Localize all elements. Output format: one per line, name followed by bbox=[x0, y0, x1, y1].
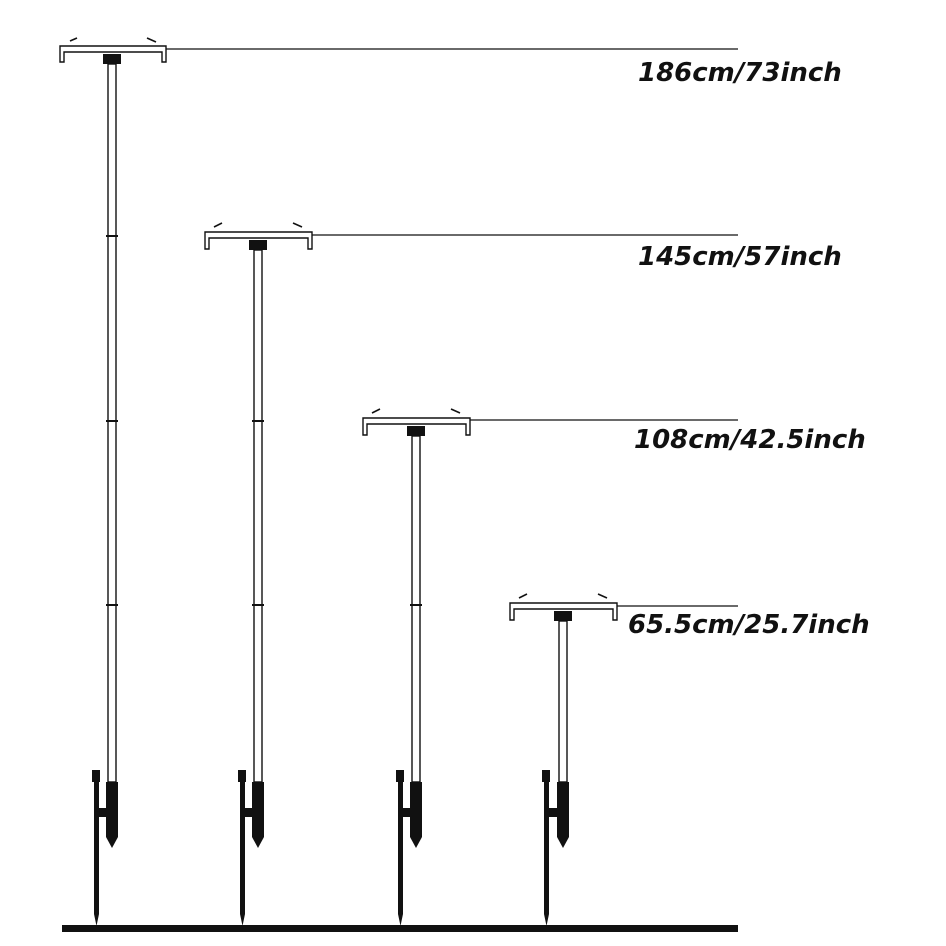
hanger-bar bbox=[204, 231, 313, 250]
ground-stake bbox=[542, 770, 569, 926]
hanger-connector bbox=[103, 54, 121, 64]
pole-4: 65.5cm/25.7inch bbox=[509, 593, 870, 926]
height-label: 108cm/42.5inch bbox=[634, 425, 866, 455]
height-label: 65.5cm/25.7inch bbox=[628, 610, 870, 640]
hanger-connector bbox=[407, 426, 425, 436]
pole-tube bbox=[411, 435, 421, 783]
hanger-bar bbox=[362, 417, 471, 436]
pole-3: 108cm/42.5inch bbox=[362, 408, 866, 926]
pole-tube bbox=[253, 249, 263, 783]
hanger-connector bbox=[554, 611, 572, 621]
height-label: 186cm/73inch bbox=[638, 58, 842, 88]
pole-1: 186cm/73inch bbox=[59, 37, 842, 926]
ground-stake bbox=[396, 770, 422, 926]
ground-stake bbox=[92, 770, 118, 926]
pole-tube bbox=[558, 620, 568, 783]
pole-2: 145cm/57inch bbox=[204, 222, 842, 926]
hanger-bar bbox=[509, 602, 618, 621]
height-label: 145cm/57inch bbox=[638, 242, 842, 272]
hanger-connector bbox=[249, 240, 267, 250]
hanger-bar bbox=[59, 45, 167, 63]
ground-line bbox=[62, 925, 738, 932]
pole-tube bbox=[107, 63, 117, 783]
ground-stake bbox=[238, 770, 264, 926]
